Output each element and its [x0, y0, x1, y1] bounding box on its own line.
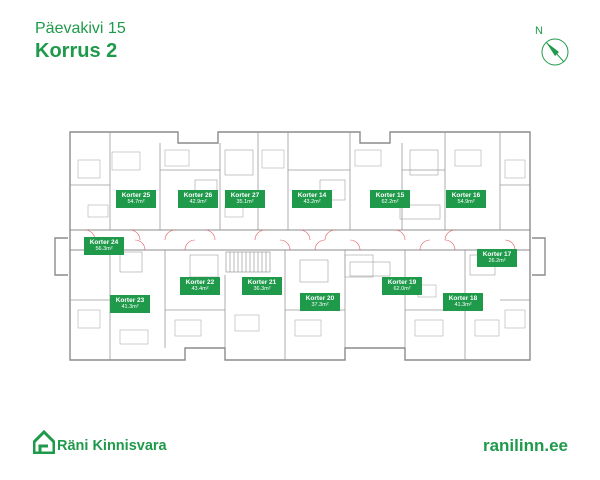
unit-area: 62.0m²	[393, 286, 411, 292]
compass-label: N	[535, 25, 543, 37]
staircase	[225, 251, 271, 273]
unit-label-korter-15[interactable]: Korter 15 62.2m²	[370, 190, 410, 208]
unit-name: Korter 24	[89, 239, 119, 246]
unit-area: 37.3m²	[311, 302, 329, 308]
unit-area: 26.2m²	[488, 258, 506, 264]
unit-area: 35.1m²	[236, 199, 254, 205]
unit-label-korter-14[interactable]: Korter 14 43.2m²	[292, 190, 332, 208]
unit-label-korter-27[interactable]: Korter 27 35.1m²	[225, 190, 265, 208]
unit-area: 56.3m²	[95, 246, 113, 252]
unit-area: 36.3m²	[253, 286, 271, 292]
unit-name: Korter 18	[448, 295, 478, 302]
unit-name: Korter 23	[115, 297, 145, 304]
unit-label-korter-21[interactable]: Korter 21 36.3m²	[242, 277, 282, 295]
unit-label-korter-22[interactable]: Korter 22 43.4m²	[180, 277, 220, 295]
header: Päevakivi 15 Korrus 2	[35, 20, 126, 63]
unit-name: Korter 25	[121, 192, 151, 199]
unit-name: Korter 16	[451, 192, 481, 199]
north-arrow-icon: N	[535, 25, 569, 66]
unit-area: 43.4m²	[191, 286, 209, 292]
unit-name: Korter 14	[297, 192, 327, 199]
building-outline	[54, 131, 546, 361]
unit-area: 54.9m²	[457, 199, 475, 205]
unit-label-korter-23[interactable]: Korter 23 41.3m²	[110, 295, 150, 313]
unit-area: 43.2m²	[303, 199, 321, 205]
website-link[interactable]: ranilinn.ee	[482, 436, 568, 455]
door-swings	[84, 229, 516, 251]
floor-title: Korrus 2	[35, 40, 118, 62]
brand-name: Räni Kinnisvara	[57, 438, 167, 454]
unit-name: Korter 19	[387, 279, 417, 286]
building-address: Päevakivi 15	[35, 20, 126, 37]
unit-label-korter-24[interactable]: Korter 24 56.3m²	[84, 237, 124, 255]
unit-area: 54.7m²	[127, 199, 145, 205]
unit-name: Korter 26	[183, 192, 213, 199]
unit-label-korter-25[interactable]: Korter 25 54.7m²	[116, 190, 156, 208]
unit-label-korter-16[interactable]: Korter 16 54.9m²	[446, 190, 486, 208]
unit-label-korter-26[interactable]: Korter 26 42.9m²	[178, 190, 218, 208]
furniture	[77, 149, 526, 345]
unit-name: Korter 15	[375, 192, 405, 199]
house-logo-icon	[33, 430, 55, 454]
unit-area: 41.3m²	[121, 304, 139, 310]
unit-name: Korter 17	[482, 251, 512, 258]
unit-name: Korter 27	[230, 192, 260, 199]
unit-area: 42.9m²	[189, 199, 207, 205]
unit-label-korter-20[interactable]: Korter 20 37.3m²	[300, 293, 340, 311]
unit-name: Korter 22	[185, 279, 215, 286]
unit-label-korter-18[interactable]: Korter 18 41.3m²	[443, 293, 483, 311]
unit-name: Korter 21	[247, 279, 277, 286]
unit-label-korter-19[interactable]: Korter 19 62.0m²	[382, 277, 422, 295]
unit-area: 41.3m²	[454, 302, 472, 308]
unit-label-korter-17[interactable]: Korter 17 26.2m²	[477, 249, 517, 267]
unit-area: 62.2m²	[381, 199, 399, 205]
unit-name: Korter 20	[305, 295, 335, 302]
corridor	[70, 229, 530, 251]
